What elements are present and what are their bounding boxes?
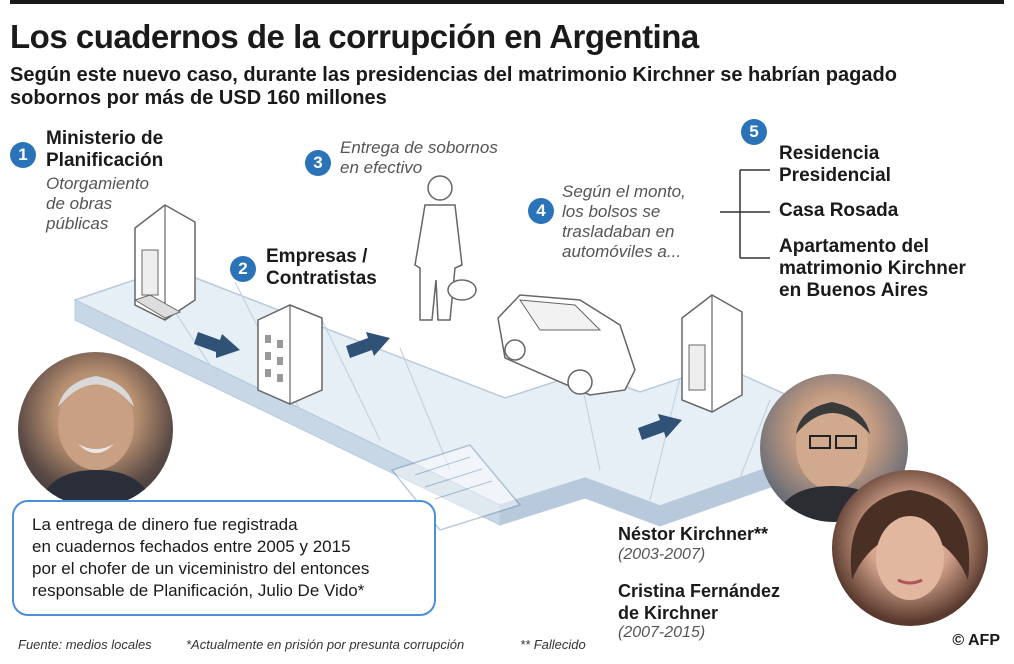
arrow-icon	[346, 332, 390, 358]
step-4-desc-line: automóviles a...	[562, 242, 682, 261]
step-4-number: 4	[528, 198, 554, 224]
residence-building-icon	[681, 294, 743, 413]
step-3-desc-line: Entrega de sobornos	[340, 138, 498, 157]
destination-casa-rosada: Casa Rosada	[779, 200, 898, 222]
step-5-number: 5	[741, 119, 767, 145]
portrait-icon	[850, 490, 970, 600]
destination-line: Casa Rosada	[779, 200, 899, 221]
destination-line: Presidencial	[779, 165, 891, 186]
step-3-desc: Entrega de sobornos en efectivo	[340, 138, 498, 178]
step-2-title: Empresas / Contratistas	[266, 246, 377, 290]
quote-box: La entrega de dinero fue registrada en c…	[12, 500, 436, 616]
photo-cristina-fernandez	[832, 470, 988, 626]
step-1-desc-line: públicas	[46, 214, 109, 233]
quote-line: por el chofer de un viceministro del ent…	[32, 559, 370, 578]
name-nestor: Néstor Kirchner**	[618, 524, 769, 544]
step-1-title-line: Ministerio de	[46, 128, 164, 149]
destination-line: Residencia	[779, 143, 880, 164]
destination-line: en Buenos Aires	[779, 280, 929, 301]
name-cristina-line: de Kirchner	[618, 603, 719, 623]
afp-credit: © AFP	[952, 632, 1000, 649]
arrow-icon	[638, 414, 682, 440]
quote-line: La entrega de dinero fue registrada	[32, 515, 298, 534]
step-1-title: Ministerio de Planificación	[46, 128, 163, 172]
photo-julio-de-vido	[18, 352, 173, 507]
years-cristina: (2007-2015)	[618, 624, 706, 641]
years-nestor: (2003-2007)	[618, 546, 706, 563]
page-title: Los cuadernos de la corrupción en Argent…	[10, 18, 699, 55]
step-2-title-line: Contratistas	[266, 268, 377, 289]
quote-text: La entrega de dinero fue registrada en c…	[32, 514, 432, 602]
arrow-icon	[194, 332, 240, 358]
quote-line: responsable de Planificación, Julio De V…	[32, 581, 365, 600]
top-rule	[10, 0, 1004, 4]
step-4-desc-line: los bolsos se	[562, 202, 661, 221]
name-cristina-line: Cristina Fernández	[618, 581, 781, 601]
car-icon	[497, 294, 636, 396]
portrait-icon	[38, 376, 154, 507]
step-1-desc-line: de obras	[46, 194, 113, 213]
footer-note-prison: *Actualmente en prisión por presunta cor…	[186, 637, 465, 652]
office-building-icon	[257, 304, 323, 405]
name-cristina: Cristina Fernández de Kirchner	[618, 580, 780, 624]
step-1-title-line: Planificación	[46, 150, 164, 171]
person-with-bag-icon	[414, 175, 477, 321]
footer-note-deceased: ** Fallecido	[520, 637, 586, 652]
step-3-number: 3	[305, 150, 331, 176]
step-1-desc: Otorgamiento de obras públicas	[46, 174, 149, 234]
quote-line: en cuadernos fechados entre 2005 y 2015	[32, 537, 351, 556]
step-3-desc-line: en efectivo	[340, 158, 423, 177]
page-subtitle: Según este nuevo caso, durante las presi…	[10, 64, 897, 109]
ministry-building-icon	[133, 204, 196, 321]
destination-line: Apartamento del	[779, 236, 929, 257]
destination-bracket	[720, 169, 770, 259]
step-4-desc-line: trasladaban en	[562, 222, 675, 241]
step-4-desc: Según el monto, los bolsos se trasladaba…	[562, 182, 686, 262]
destination-residencia: Residencia Presidencial	[779, 143, 891, 187]
step-1-number: 1	[10, 142, 36, 168]
step-4-desc-line: Según el monto,	[562, 182, 686, 201]
step-2-number: 2	[230, 256, 256, 282]
destination-apartamento: Apartamento del matrimonio Kirchner en B…	[779, 236, 966, 302]
step-2-title-line: Empresas /	[266, 246, 368, 267]
step-1-desc-line: Otorgamiento	[46, 174, 149, 193]
destination-line: matrimonio Kirchner	[779, 258, 966, 279]
footer-source: Fuente: medios locales	[18, 637, 152, 652]
